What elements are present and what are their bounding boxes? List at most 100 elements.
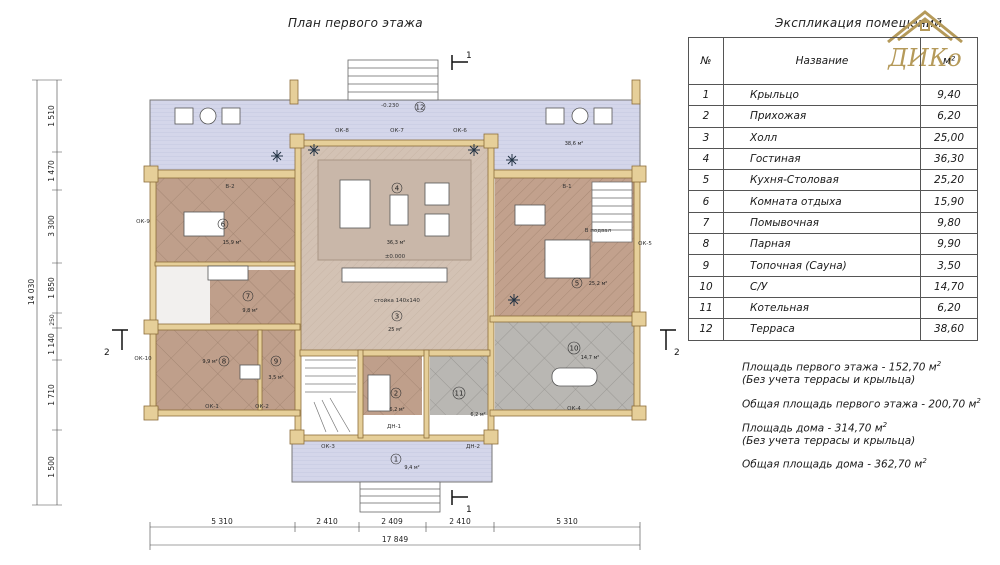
header-area: м² xyxy=(920,37,978,85)
room-4-area: 36,3 м² xyxy=(387,240,406,246)
label-ok4: ОК-4 xyxy=(567,406,581,412)
label-ok10: ОК-10 xyxy=(134,356,152,362)
label-ok2: ОК-2 xyxy=(255,404,269,410)
house-total: Общая площадь дома - 362,70 м2 xyxy=(742,457,927,471)
interior-stair xyxy=(305,359,356,433)
explication-area: 6,20 xyxy=(920,296,978,320)
room-11-area: 6,2 м² xyxy=(470,412,485,418)
room-9-floor xyxy=(262,330,295,412)
explication-area: 25,20 xyxy=(920,169,978,192)
label-dn1: ДН-1 xyxy=(387,424,401,430)
header-name: Название xyxy=(723,37,921,85)
section-marks: 1 1 2 2 xyxy=(104,51,680,515)
explication-name: Помывочная xyxy=(723,211,921,235)
floor1-area: Площадь первого этажа - 152,70 м2 xyxy=(742,360,942,374)
room-1-area: 9,4 м² xyxy=(404,465,419,471)
explication-name: Кухня-Столовая xyxy=(723,169,921,192)
section-1-top: 1 xyxy=(466,51,472,61)
label-column: стойка 140х140 xyxy=(374,297,420,304)
room-10-area: 14,7 м² xyxy=(581,355,600,361)
room-10-num: 10 xyxy=(570,345,579,353)
explication-num: 6 xyxy=(688,190,724,213)
explication-area: 9,40 xyxy=(920,83,978,107)
boiler-floor xyxy=(430,355,490,415)
dim-b-total: 17 849 xyxy=(382,535,408,544)
explication-area: 6,20 xyxy=(920,105,978,128)
explication-num: 8 xyxy=(688,233,724,256)
explication-area: 9,80 xyxy=(920,211,978,235)
room-12-num: 12 xyxy=(416,104,425,112)
room-9-area: 3,5 м² xyxy=(268,375,283,381)
explication-num: 11 xyxy=(688,296,724,320)
dim-l6: 1 140 xyxy=(47,333,56,355)
explication-num: 4 xyxy=(688,147,724,171)
explication-num: 9 xyxy=(688,254,724,277)
dim-l2: 1 470 xyxy=(47,160,56,182)
room-8-area: 9,9 м² xyxy=(202,359,217,365)
room-7-area: 9,8 м² xyxy=(242,308,257,314)
room-1-num: 1 xyxy=(394,456,398,464)
label-level: ±0.000 xyxy=(385,254,406,260)
room-7-num: 7 xyxy=(246,293,250,301)
header-num: № xyxy=(688,37,724,85)
kitchen-stair xyxy=(591,181,633,243)
porch-bottom xyxy=(291,439,493,483)
dim-b3: 2 409 xyxy=(381,517,403,526)
label-ok3: ОК-3 xyxy=(321,444,335,450)
explication-num: 10 xyxy=(688,275,724,298)
dim-l7: 1 710 xyxy=(47,384,56,406)
dim-b2: 2 410 xyxy=(316,517,338,526)
room-6-area: 15,9 м² xyxy=(223,240,242,246)
section-2-right: 2 xyxy=(674,348,680,358)
label-ok1: ОК-1 xyxy=(205,404,219,410)
explication-area: 38,60 xyxy=(920,318,978,341)
floor1-total: Общая площадь первого этажа - 200,70 м2 xyxy=(742,396,981,411)
window-labels: ОК-8 ОК-7 ОК-6 ОК-9 ОК-5 ОК-10 ОК-1 ОК-2… xyxy=(134,103,652,450)
furniture xyxy=(174,107,613,412)
dim-l1: 1 510 xyxy=(47,105,56,127)
stairs-top xyxy=(347,59,439,101)
explication-num: 3 xyxy=(688,126,724,149)
room-3-num: 3 xyxy=(395,313,399,321)
explication-name: Прихожая xyxy=(723,105,921,128)
room-markers: 6 15,9 м² 7 9,8 м² 8 9,9 м² 9 3,5 м² 4 3… xyxy=(202,101,608,471)
floor1-note: (Без учета террасы и крыльца) xyxy=(742,374,916,386)
house-area: Площадь дома - 314,70 м2 xyxy=(742,420,888,435)
room-2-num: 2 xyxy=(394,390,398,398)
room-5-num: 5 xyxy=(575,280,579,288)
room-5-area: 25,2 м² xyxy=(589,281,608,287)
explication-name: Парная xyxy=(723,233,921,256)
explication-num: 2 xyxy=(688,105,724,128)
label-v2: В-2 xyxy=(225,184,234,190)
explication-title: Экспликация помещений xyxy=(775,16,943,30)
section-2-left: 2 xyxy=(104,348,110,358)
room-2-area: 6,2 м² xyxy=(389,407,404,413)
walls xyxy=(149,139,641,442)
dim-b1: 5 310 xyxy=(211,517,233,526)
explication-name: Топочная (Сауна) xyxy=(723,254,921,277)
label-ok7: ОК-7 xyxy=(390,128,404,134)
explication-name: С/У xyxy=(723,275,921,298)
dimension-lines xyxy=(32,79,641,550)
dimension-text: 5 310 2 410 2 409 2 410 5 310 17 849 1 5… xyxy=(27,105,578,544)
room-4-num: 4 xyxy=(395,185,400,193)
label-dn2: ДН-2 xyxy=(466,444,480,450)
house-note: (Без учета террасы и крыльца) xyxy=(742,434,916,447)
explication-num: 7 xyxy=(688,211,724,235)
room-6-num: 6 xyxy=(221,221,226,229)
label-basement: В подвал xyxy=(585,228,612,234)
dim-l3: 3 300 xyxy=(47,215,56,237)
dim-l8: 1 500 xyxy=(47,456,56,478)
explication-name: Комната отдыха xyxy=(723,190,921,213)
